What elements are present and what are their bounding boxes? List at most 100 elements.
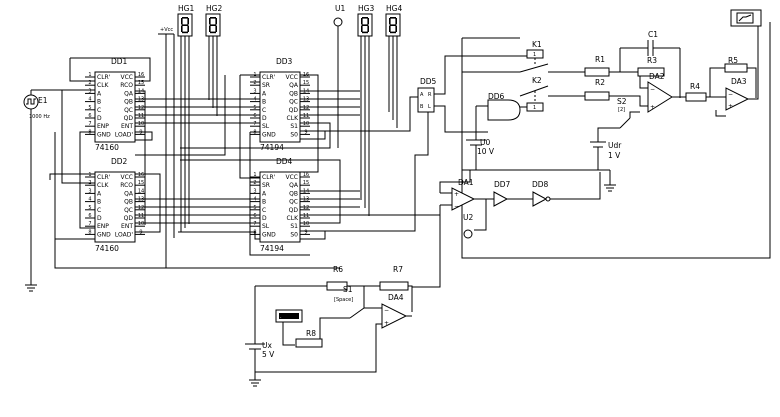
chip-dd4-pin-number: 10 bbox=[303, 221, 309, 227]
switch-s2-key: [2] bbox=[618, 107, 625, 113]
probe-u1-label: U1 bbox=[335, 4, 345, 13]
gate-dd6: DD6 bbox=[476, 92, 527, 121]
chip-dd2-pin-number: 8 bbox=[88, 229, 91, 235]
switch-s1-key: [Space] bbox=[334, 297, 353, 303]
chip-dd4-pin-label: GND bbox=[262, 231, 276, 238]
chip-dd3-pin-label: VCC bbox=[286, 74, 298, 81]
chip-dd1-body bbox=[94, 71, 136, 143]
chip-dd1-pin-label: ENP bbox=[97, 123, 109, 130]
probe-u2: U2 bbox=[463, 213, 473, 239]
vcc-label: +Vcc bbox=[160, 27, 173, 33]
chip-dd2-pin-label: QB bbox=[124, 199, 133, 206]
chip-dd4-pin-number: 15 bbox=[303, 180, 309, 186]
capacitor-c1-ref: C1 bbox=[648, 30, 658, 39]
switch-s1: S1 [Space] bbox=[319, 285, 365, 342]
chip-dd1-pin-label: B bbox=[97, 99, 101, 106]
chip-dd2-pin-number: 5 bbox=[88, 205, 91, 211]
chip-dd2-part: 74160 bbox=[95, 244, 119, 253]
chip-dd3-pin-label: A bbox=[262, 90, 267, 97]
chip-dd4-pin-label: QD bbox=[289, 207, 299, 214]
chip-dd3-pin-number: 3 bbox=[253, 88, 256, 94]
seven-segment-digit bbox=[181, 17, 189, 34]
chip-dd1-pin-number: 13 bbox=[138, 97, 144, 103]
chip-dd2-pin-number: 15 bbox=[138, 180, 144, 186]
chip-dd4-pin-label: QC bbox=[289, 199, 298, 206]
chip-dd2-pin-label: RCO bbox=[120, 182, 133, 189]
resistor-r4-ref: R4 bbox=[690, 82, 700, 91]
svg-text:+: + bbox=[728, 103, 733, 110]
inverter-dd8: DD8 bbox=[532, 180, 551, 207]
svg-text:+: + bbox=[650, 104, 655, 111]
chip-dd2-pin-number: 11 bbox=[138, 213, 144, 219]
gate-dd6-ref: DD6 bbox=[488, 92, 505, 101]
resistor-r1-ref: R1 bbox=[595, 55, 605, 64]
chip-dd4-pin-label: A bbox=[262, 190, 267, 197]
chip-dd4-body bbox=[259, 171, 301, 243]
switch-s2-ref: S2 bbox=[617, 97, 627, 106]
chip-dd1-pin-label: C bbox=[97, 107, 101, 114]
capacitor-c1: C1 bbox=[620, 30, 680, 56]
resistor-r8-ref: R8 bbox=[306, 329, 316, 338]
relay-k2-one: 1 bbox=[533, 105, 536, 111]
seven-segment-digit bbox=[209, 17, 217, 34]
source-udr: Udr 1 V bbox=[590, 141, 622, 170]
chip-dd4-pin-number: 7 bbox=[253, 221, 256, 227]
chip-dd2-pin-number: 16 bbox=[138, 172, 144, 178]
chip-dd2-body bbox=[94, 171, 136, 243]
chip-dd3-pin-label: S0 bbox=[290, 131, 298, 138]
chip-dd2-pin-label: ENP bbox=[97, 223, 109, 230]
chip-dd2-pin-number: 12 bbox=[138, 205, 144, 211]
resistor-r4: R4 bbox=[685, 82, 707, 102]
chip-dd4-pin-number: 6 bbox=[253, 213, 256, 219]
chip-dd4-pin-label: S1 bbox=[290, 223, 298, 230]
chip-dd1-pin-number: 6 bbox=[88, 113, 91, 119]
chip-dd1-pin-number: 11 bbox=[138, 113, 144, 119]
probe-u2-ref: U2 bbox=[463, 213, 473, 222]
source-udr-ref: Udr bbox=[608, 141, 622, 150]
chip-dd3-pin-number: 6 bbox=[253, 113, 256, 119]
chip-dd1-pin-label: A bbox=[97, 90, 102, 97]
chip-dd3-pin-label: D bbox=[262, 115, 267, 122]
chip-dd2-pin-label: B bbox=[97, 199, 101, 206]
source-u0-value: 10 V bbox=[477, 147, 495, 156]
chip-dd1-pin-label: ENT bbox=[121, 123, 133, 130]
buffer-dd7-ref: DD7 bbox=[494, 180, 511, 189]
chip-dd3-ref: DD3 bbox=[276, 57, 293, 66]
svg-text:+: + bbox=[454, 191, 459, 198]
relay-driver-dd5: DD5 A B R L bbox=[417, 55, 532, 133]
chip-dd1-pin-label: CLR' bbox=[97, 74, 111, 81]
chip-dd4-pin-label: VCC bbox=[286, 174, 298, 181]
resistor-r5: R5 bbox=[724, 56, 748, 73]
chip-dd2-pin-number: 10 bbox=[138, 221, 144, 227]
oscilloscope bbox=[730, 9, 762, 27]
relay-k1-one: 1 bbox=[533, 52, 536, 58]
chip-dd2-pin-number: 13 bbox=[138, 197, 144, 203]
chip-dd1-pin-number: 4 bbox=[88, 97, 91, 103]
generator-e1-freq: 1000 Hz bbox=[29, 114, 50, 120]
relay-k2-ref: K2 bbox=[532, 76, 542, 85]
resistor-r5-ref: R5 bbox=[728, 56, 738, 65]
chip-dd1-pin-label: QA bbox=[124, 90, 134, 97]
chip-dd3-pin-number: 2 bbox=[253, 80, 256, 86]
chip-dd2-ref: DD2 bbox=[111, 157, 128, 166]
dd5-pin-b: B bbox=[420, 104, 424, 110]
chip-dd2-pin-number: 4 bbox=[88, 197, 91, 203]
chip-dd3-pin-number: 13 bbox=[303, 97, 309, 103]
chip-dd1-pin-label: LOAD' bbox=[115, 131, 133, 138]
inverter-dd8-ref: DD8 bbox=[532, 180, 549, 189]
dd5-pin-a: A bbox=[420, 92, 424, 98]
resistor-r2-ref: R2 bbox=[595, 78, 605, 87]
chip-dd3-pin-label: QB bbox=[289, 90, 298, 97]
display-hg4: HG4 bbox=[385, 4, 402, 128]
svg-text:−: − bbox=[728, 91, 733, 98]
resistor-r3: R3 bbox=[637, 56, 665, 77]
opamp-da3: DA3 −+ bbox=[725, 77, 750, 111]
chip-dd2-pin-label: QD bbox=[124, 215, 134, 222]
relay-k1-ref: K1 bbox=[532, 40, 542, 49]
chip-dd3-pin-number: 12 bbox=[303, 105, 309, 111]
chip-dd4-pin-label: S0 bbox=[290, 231, 298, 238]
chip-dd2-pin-number: 1 bbox=[88, 172, 91, 178]
